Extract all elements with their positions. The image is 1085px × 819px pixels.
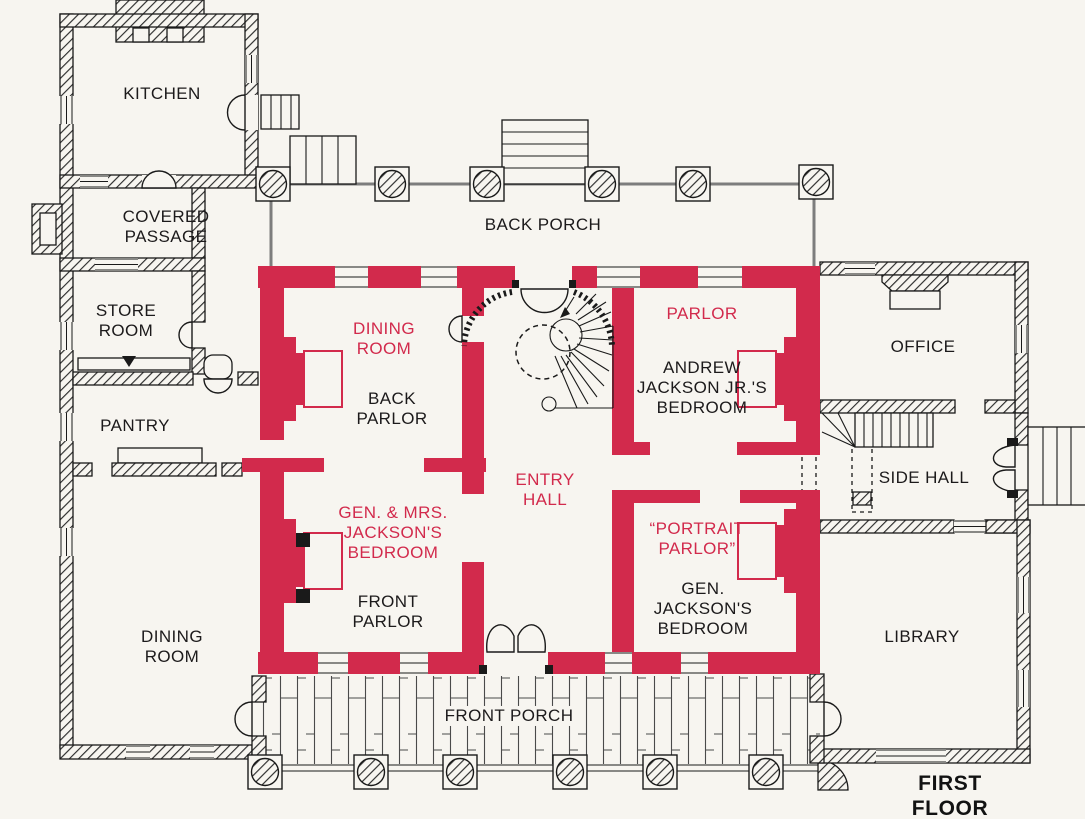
back-door-icon	[512, 280, 576, 314]
room-label-pantry: PANTRY	[100, 415, 170, 435]
window-icon	[59, 96, 74, 556]
east-wing-walls	[809, 261, 1085, 764]
west-wing-walls	[31, 0, 300, 760]
back-porch-structure	[269, 119, 816, 266]
hinge-icon	[122, 356, 136, 367]
window-icon	[1017, 577, 1030, 707]
porch-column-icon	[748, 754, 784, 790]
door-swing-icon	[234, 701, 253, 737]
room-label-andrew-jackson-jrs-bedroom: ANDREW JACKSON JR.'S BEDROOM	[636, 357, 768, 418]
fireplace-icon	[737, 509, 796, 593]
room-label-office: OFFICE	[890, 336, 956, 356]
door-swing-icon	[823, 701, 842, 737]
spiral-staircase-icon	[461, 289, 616, 412]
room-label-dining-room: DINING ROOM	[353, 318, 415, 358]
room-label-dining-room-west: DINING ROOM	[141, 626, 203, 666]
porch-column-icon	[469, 166, 505, 202]
door-swing-icon	[226, 94, 246, 131]
door-swing-icon	[178, 321, 193, 349]
window-icon	[335, 266, 742, 288]
fireplace-icon	[737, 337, 796, 421]
room-label-entry-hall: ENTRY HALL	[515, 469, 575, 509]
porch-corner-step-icon	[817, 759, 849, 791]
passage-chimney-icon	[31, 203, 63, 255]
back-porch-center-steps-icon	[501, 119, 589, 185]
side-entrance-steps-icon	[1027, 426, 1085, 506]
door-swing-icon	[141, 170, 177, 189]
room-label-side-hall: SIDE HALL	[878, 467, 970, 487]
front-entrance-double-door-icon	[479, 624, 553, 674]
room-label-covered-passage: COVERED PASSAGE	[122, 206, 210, 246]
porch-column-icon	[255, 166, 291, 202]
room-label-kitchen: KITCHEN	[123, 83, 201, 103]
stair-direction-arrow-icon	[560, 307, 570, 318]
room-label-parlor: PARLOR	[666, 303, 738, 323]
window-icon	[126, 745, 214, 759]
room-label-store-room: STORE ROOM	[95, 300, 157, 340]
porch-column-icon	[374, 166, 410, 202]
side-hall-staircase-icon	[821, 412, 934, 513]
pantry-door-icon	[203, 354, 233, 394]
room-label-gen-jacksons-bedroom: GEN. JACKSON'S BEDROOM	[653, 578, 753, 639]
office-fireplace-icon	[881, 274, 949, 310]
main-block-red-walls	[242, 266, 820, 674]
side-entrance-double-door-icon	[992, 438, 1018, 498]
room-label-back-porch: BACK PORCH	[484, 214, 602, 234]
porch-column-icon	[675, 166, 711, 202]
porch-column-icon	[247, 754, 283, 790]
porch-column-icon	[353, 754, 389, 790]
store-room-shelf	[77, 357, 191, 371]
window-icon	[318, 652, 708, 674]
porch-column-icon	[642, 754, 678, 790]
room-label-library: LIBRARY	[884, 626, 960, 646]
pantry-counter	[72, 447, 243, 477]
back-porch-west-steps-icon	[289, 135, 357, 185]
room-label-front-parlor: FRONT PARLOR	[352, 591, 424, 631]
room-label-front-porch: FRONT PORCH	[438, 705, 580, 727]
porch-column-icon	[552, 754, 588, 790]
porch-column-icon	[442, 754, 478, 790]
plan-title: FIRST FLOOR	[911, 772, 989, 819]
kitchen-steps-icon	[260, 94, 300, 130]
window-icon	[80, 55, 258, 188]
fireplace-icon	[284, 519, 343, 603]
door-swing-icon	[448, 315, 463, 343]
fireplace-icon	[284, 337, 343, 421]
porch-column-icon	[584, 166, 620, 202]
porch-column-icon	[798, 164, 834, 200]
room-label-gen-mrs-jacksons-bedroom: GEN. & MRS. JACKSON'S BEDROOM	[338, 502, 448, 563]
room-label-portrait-parlor: “PORTRAIT PARLOR”	[649, 518, 745, 558]
room-label-back-parlor: BACK PARLOR	[356, 388, 428, 428]
